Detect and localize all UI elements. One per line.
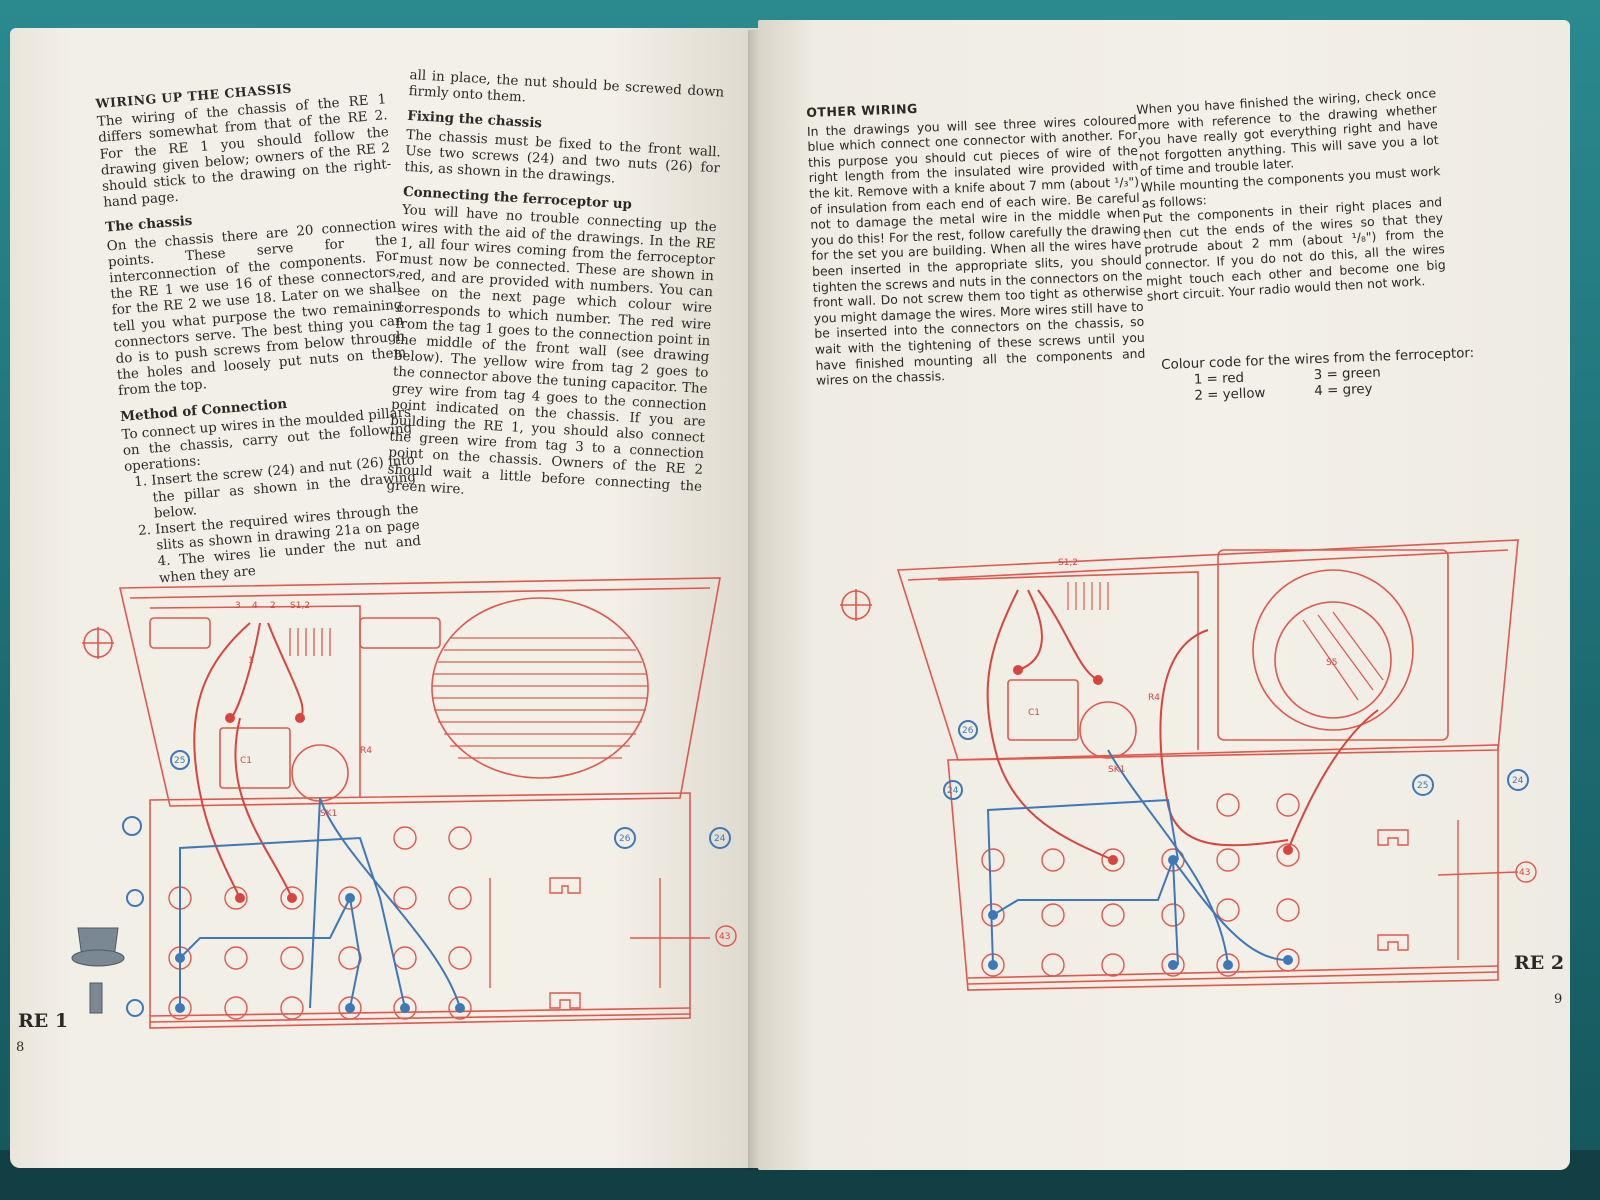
wiring-intro: The wiring of the chassis of the RE 1 di… (96, 92, 392, 211)
left-page: WIRING UP THE CHASSIS The wiring of the … (10, 28, 762, 1168)
re2-label-c1: C1 (1028, 708, 1040, 718)
re1-wiring-diagram: S1,2 C1 R4 SK1 3 4 2 1 43 26 24 25 (71, 577, 737, 1029)
chassis-text: On the chassis there are 20 connection p… (106, 216, 407, 400)
label-s12: S1,2 (290, 601, 310, 611)
mounting-text: Put the components in their right places… (1142, 194, 1446, 304)
right-column-2: When you have finished the wiring, check… (1136, 85, 1447, 304)
right-column-1: OTHER WIRING In the drawings you will se… (806, 93, 1146, 389)
re1-label: RE 1 (18, 1010, 69, 1032)
re2-label-s5: S5 (1326, 658, 1337, 668)
re2-wiring-diagram: S1,2 C1 R4 SK1 S5 43 24 26 25 24 (840, 539, 1537, 991)
label-tag-3: 3 (235, 601, 241, 611)
left-column-2: all in place, the nut should be screwed … (386, 68, 724, 512)
re2-label-r4: R4 (1148, 693, 1160, 703)
label-24: 24 (714, 834, 726, 844)
re2-label-43: 43 (1519, 868, 1530, 878)
left-column-1: WIRING UP THE CHASSIS The wiring of the … (95, 73, 423, 589)
label-25: 25 (174, 756, 185, 766)
label-tag-4: 4 (252, 601, 258, 611)
re2-label: RE 2 (1514, 952, 1565, 974)
other-wiring-text: In the drawings you will see three wires… (806, 111, 1146, 388)
label-tag-2: 2 (270, 601, 276, 611)
re2-label-24-right: 24 (1512, 776, 1524, 786)
label-r4: R4 (360, 746, 372, 756)
label-sk1: SK1 (320, 809, 337, 819)
re2-label-24-left: 24 (947, 786, 959, 796)
label-tag-1: 1 (248, 656, 254, 666)
re2-label-sk1: SK1 (1108, 765, 1125, 775)
label-c1: C1 (240, 756, 252, 766)
right-page-number: 9 (1554, 992, 1563, 1007)
label-26: 26 (619, 834, 631, 844)
re2-label-25: 25 (1417, 781, 1428, 791)
label-43: 43 (719, 932, 730, 942)
colour-code: Colour code for the wires from the ferro… (1161, 346, 1483, 406)
left-page-number: 8 (16, 1040, 25, 1055)
colour-code-4: 4 = grey (1314, 381, 1373, 400)
right-page: OTHER WIRING In the drawings you will se… (758, 20, 1570, 1170)
re2-label-s12: S1,2 (1058, 558, 1078, 568)
ferro-text: You will have no trouble connecting up t… (386, 203, 717, 498)
re2-label-26: 26 (962, 726, 974, 736)
